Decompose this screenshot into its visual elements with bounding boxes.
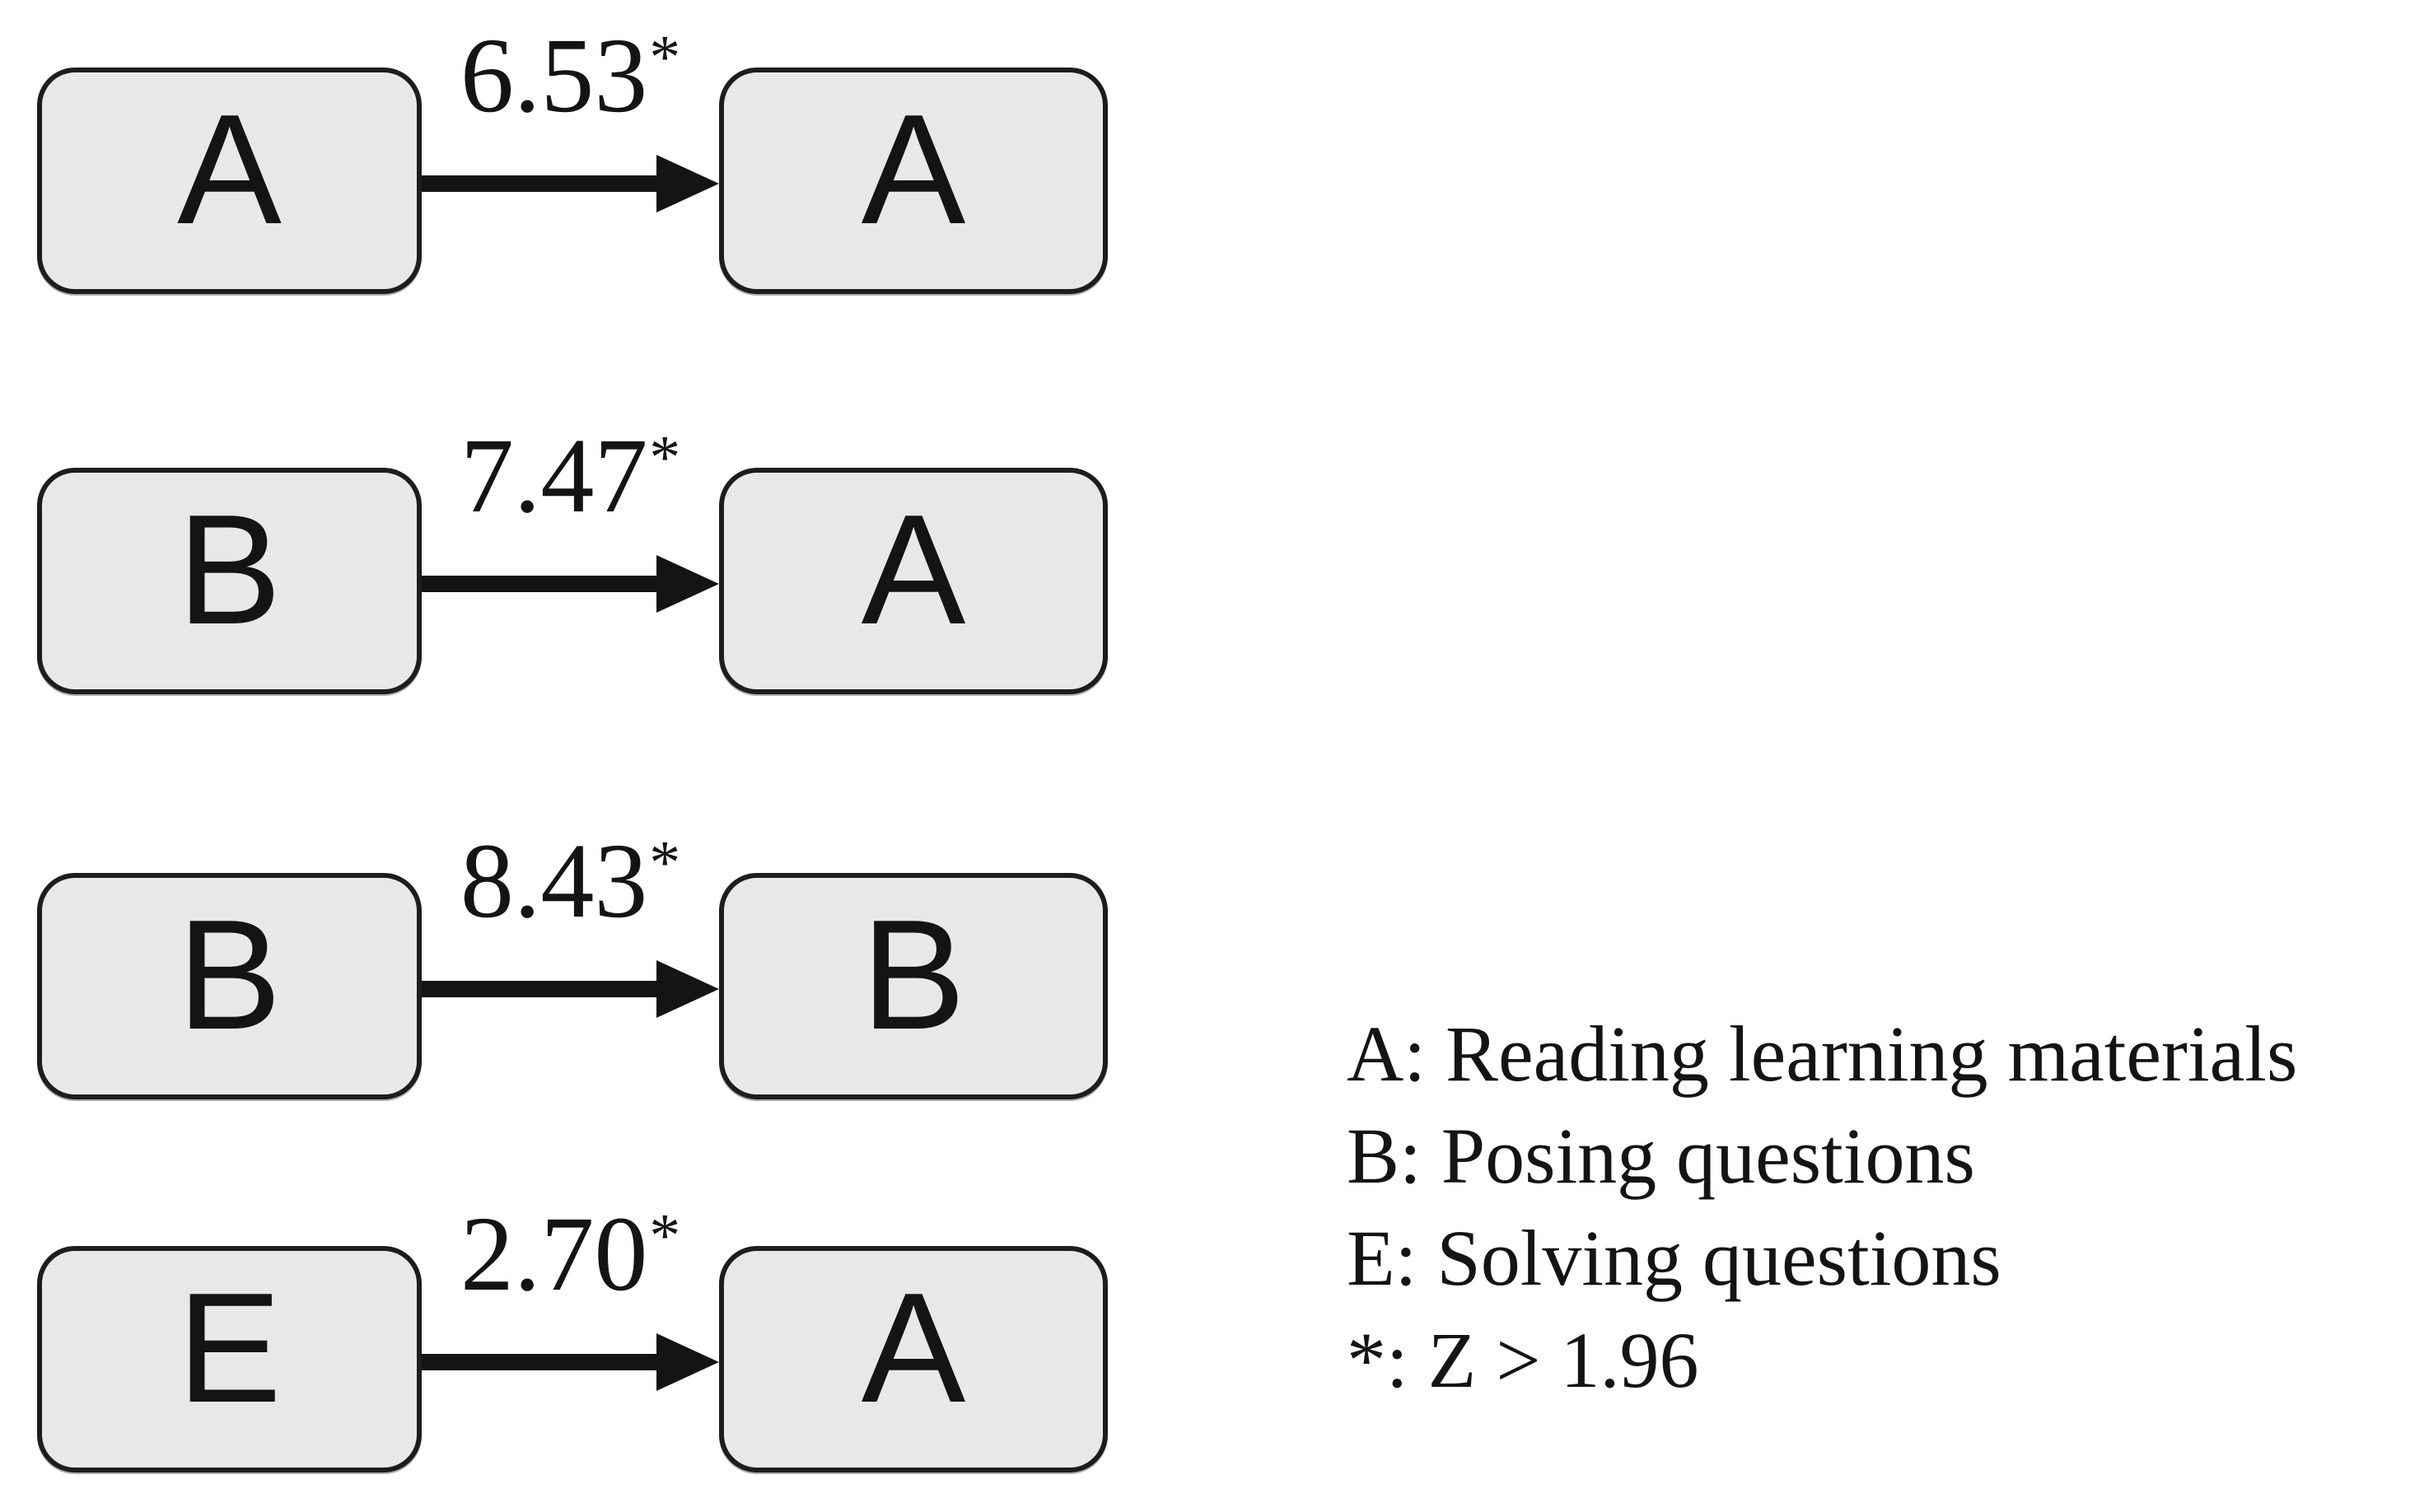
legend-item: E: Solving questions — [1347, 1214, 2001, 1302]
source-node: B — [37, 468, 422, 694]
edge-weight-value: 8.43 — [460, 822, 648, 940]
significance-asterisk: * — [649, 422, 681, 492]
flow-row-a-to-a: A 6.53* A — [0, 22, 1153, 294]
edge-weight-value: 2.70 — [460, 1195, 648, 1314]
target-node-label: A — [861, 82, 966, 257]
source-node: B — [37, 873, 422, 1099]
arrow-shaft — [422, 576, 663, 592]
legend-item: *: Z > 1.96 — [1347, 1316, 1699, 1404]
arrow-head-icon — [656, 155, 719, 212]
edge-weight-value: 7.47 — [460, 417, 648, 535]
target-node: A — [719, 68, 1108, 294]
arrow-shaft — [422, 981, 663, 997]
transition-edge: 8.43* — [422, 828, 719, 1099]
legend-item: B: Posing questions — [1347, 1112, 1975, 1200]
edge-weight-value: 6.53 — [460, 16, 648, 135]
edge-weight-label: 8.43* — [422, 828, 719, 935]
source-node: E — [37, 1246, 422, 1472]
source-node-label: E — [177, 1260, 282, 1435]
source-node-label: A — [177, 82, 282, 257]
target-node: A — [719, 1246, 1108, 1472]
edge-weight-label: 2.70* — [422, 1201, 719, 1308]
significance-asterisk: * — [649, 1201, 681, 1270]
edge-weight-label: 6.53* — [422, 22, 719, 129]
significance-asterisk: * — [649, 828, 681, 897]
arrow-head-icon — [656, 555, 719, 613]
arrow-shaft — [422, 175, 663, 192]
target-node-label: B — [861, 887, 966, 1062]
transition-edge: 6.53* — [422, 22, 719, 294]
transition-edge: 7.47* — [422, 422, 719, 694]
flow-row-b-to-b: B 8.43* B — [0, 828, 1153, 1099]
source-node: A — [37, 68, 422, 294]
source-node-label: B — [177, 482, 282, 657]
source-node-label: B — [177, 887, 282, 1062]
significance-asterisk: * — [649, 22, 681, 91]
edge-weight-label: 7.47* — [422, 422, 719, 530]
arrow-shaft — [422, 1354, 663, 1370]
transition-edge: 2.70* — [422, 1201, 719, 1472]
target-node: A — [719, 468, 1108, 694]
flow-row-b-to-a: B 7.47* A — [0, 422, 1153, 694]
legend-item: A: Reading learning materials — [1347, 1010, 2298, 1098]
legend: A: Reading learning materials B: Posing … — [1347, 1003, 2297, 1412]
target-node-label: A — [861, 1260, 966, 1435]
target-node: B — [719, 873, 1108, 1099]
target-node-label: A — [861, 482, 966, 657]
arrow-head-icon — [656, 960, 719, 1018]
flow-row-e-to-a: E 2.70* A — [0, 1201, 1153, 1472]
arrow-head-icon — [656, 1333, 719, 1391]
